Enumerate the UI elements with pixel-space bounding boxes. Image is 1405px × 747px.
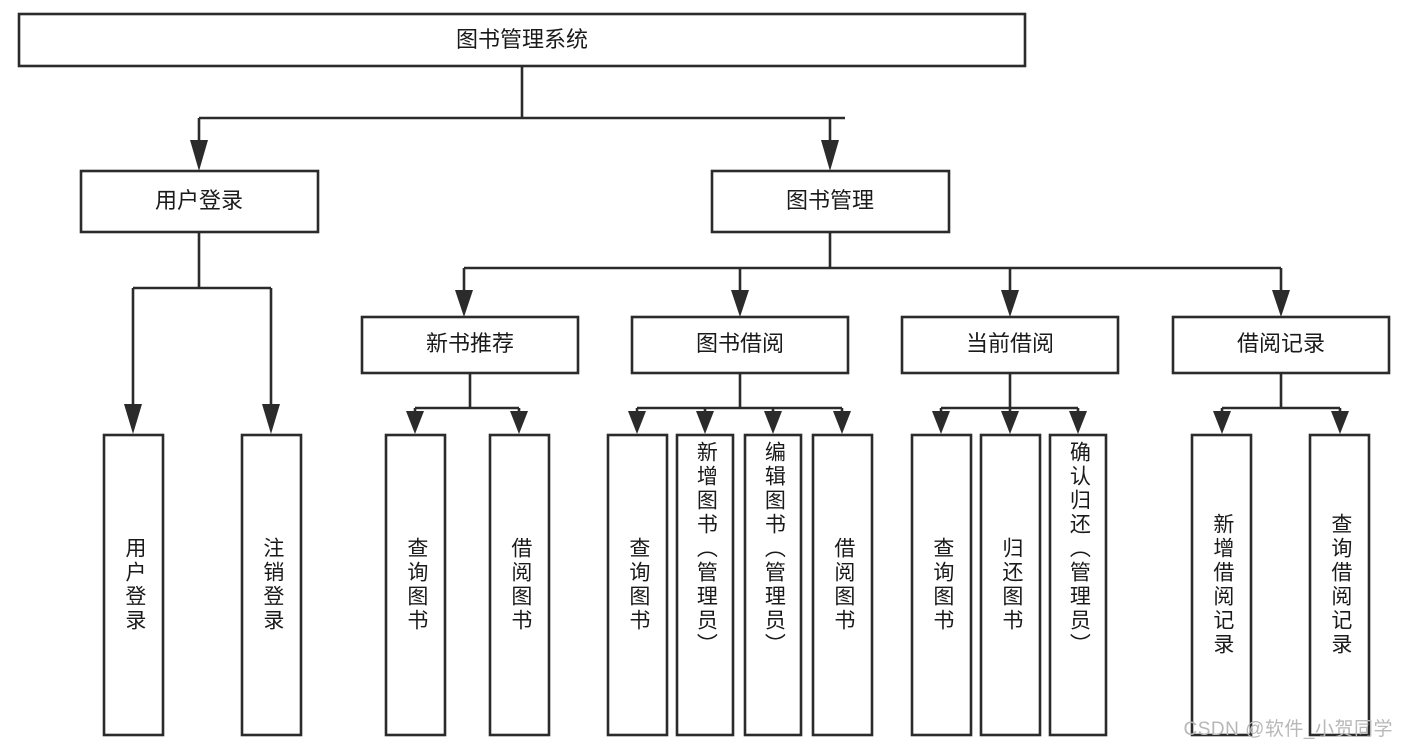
arrow-head-currentborrow-l3 — [1069, 411, 1087, 434]
arrow-head-bookborrow-l3 — [764, 411, 782, 434]
leaf-box-bb-add-book[interactable] — [675, 433, 735, 737]
node-current-borrow[interactable]: 当前借阅 — [900, 315, 1120, 375]
node-root-box[interactable] — [17, 12, 1027, 68]
leaf-box-bb-borrow-book[interactable] — [811, 433, 874, 737]
node-book-management-label: 图书管理 — [786, 188, 874, 213]
leaf-box-br-add-record[interactable] — [1190, 433, 1253, 737]
arrow-head-record — [1272, 290, 1290, 317]
leaf-box-cb-query-book[interactable] — [910, 433, 973, 737]
connector-group-bookborrow — [628, 373, 851, 434]
arrow-head-borrowrecord-l2 — [1331, 411, 1349, 434]
leaf-box-cb-return-book[interactable] — [979, 433, 1042, 737]
node-user-login-label: 用户登录 — [155, 188, 243, 213]
arrow-head-currentborrow-l2 — [1001, 411, 1019, 434]
node-root[interactable]: 图书管理系统 — [17, 12, 1027, 68]
arrow-head-borrowrecord-l1 — [1213, 411, 1231, 434]
node-root-label: 图书管理系统 — [456, 27, 588, 52]
node-borrow-record-box[interactable] — [1171, 315, 1391, 375]
node-current-borrow-label: 当前借阅 — [966, 331, 1054, 356]
node-book-borrow[interactable]: 图书借阅 — [630, 315, 850, 375]
arrow-head-leaf-user-logout — [262, 404, 280, 434]
arrow-head-bookborrow-l2 — [696, 411, 714, 434]
node-current-borrow-box[interactable] — [900, 315, 1120, 375]
arrow-head-bookborrow-l4 — [833, 411, 851, 434]
leaf-box-nb-borrow-book[interactable] — [488, 433, 551, 737]
node-new-book-recommend[interactable]: 新书推荐 — [360, 315, 580, 375]
arrow-head-borrow — [731, 290, 749, 317]
leaf-box-cb-confirm-return[interactable] — [1048, 433, 1108, 737]
node-user-login[interactable]: 用户登录 — [79, 169, 320, 234]
connector-group-root — [190, 66, 845, 171]
leaf-boxes — [102, 433, 1371, 737]
arrow-head-newbook-l1 — [406, 411, 424, 434]
arrow-head-userlogin — [190, 140, 208, 171]
connector-group-borrowrecord — [1213, 373, 1349, 434]
node-borrow-record-label: 借阅记录 — [1237, 331, 1325, 356]
leaf-box-br-query-record[interactable] — [1308, 433, 1371, 737]
arrow-head-bookmgmt — [821, 140, 839, 171]
node-book-borrow-label: 图书借阅 — [696, 331, 784, 356]
connector-group-bookmgmt — [455, 232, 1290, 317]
leaf-box-bb-edit-book[interactable] — [743, 433, 803, 737]
arrow-head-newbook-l2 — [510, 411, 528, 434]
arrow-head-leaf-user-login — [124, 404, 142, 434]
arrow-head-currentborrow-l1 — [932, 411, 950, 434]
leaf-box-user-logout[interactable] — [240, 433, 303, 737]
arrow-head-bookborrow-l1 — [628, 411, 646, 434]
leaf-box-user-login[interactable] — [102, 433, 165, 737]
node-new-book-recommend-label: 新书推荐 — [426, 331, 514, 356]
leaf-box-bb-query-book[interactable] — [606, 433, 669, 737]
connector-group-currentborrow — [932, 373, 1087, 434]
node-book-management-box[interactable] — [710, 169, 951, 234]
connector-group-userlogin — [124, 232, 280, 434]
node-new-book-recommend-box[interactable] — [360, 315, 580, 375]
node-user-login-box[interactable] — [79, 169, 320, 234]
node-borrow-record[interactable]: 借阅记录 — [1171, 315, 1391, 375]
node-book-borrow-box[interactable] — [630, 315, 850, 375]
watermark-text: CSDN @软件_小贺同学 — [1183, 719, 1393, 740]
node-book-management[interactable]: 图书管理 — [710, 169, 951, 234]
connector-group-newbook — [406, 373, 528, 434]
arrow-head-newbook — [455, 290, 473, 317]
arrow-head-current — [1001, 290, 1019, 317]
leaf-box-nb-query-book[interactable] — [384, 433, 447, 737]
